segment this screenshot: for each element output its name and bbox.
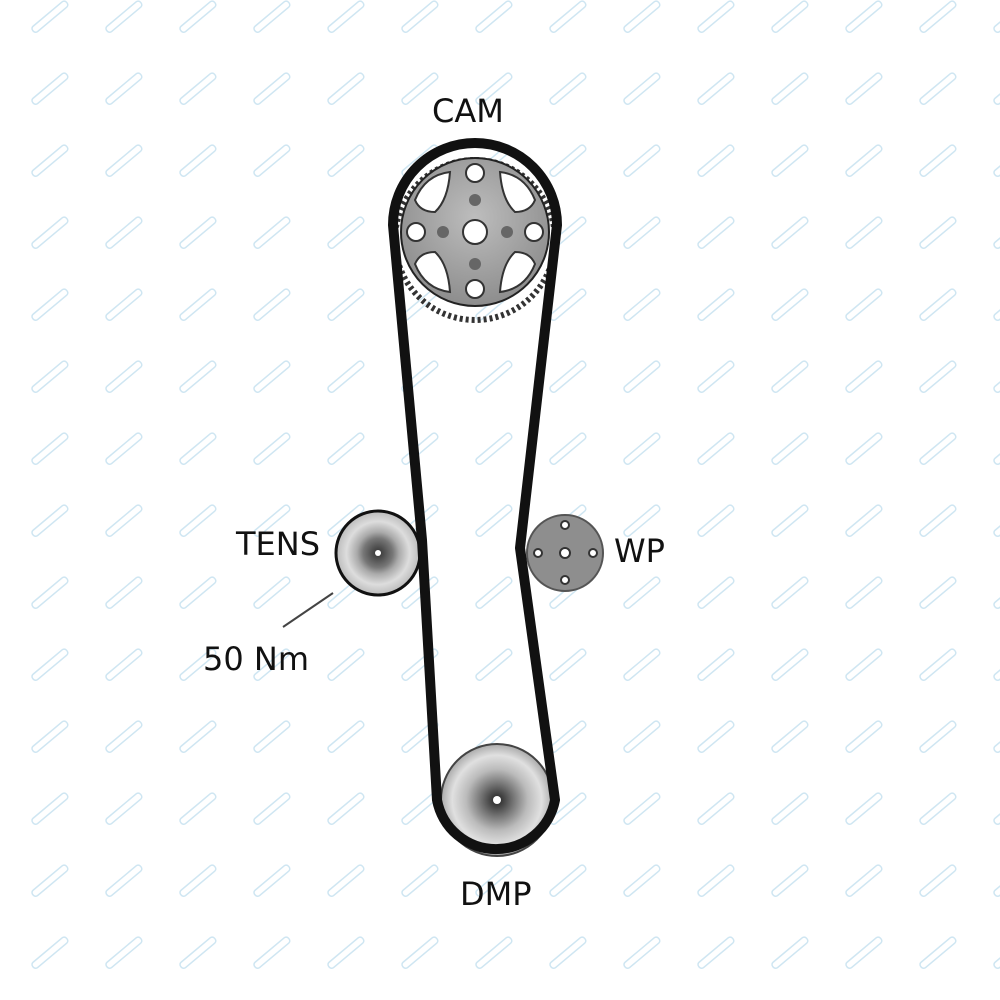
- timing-belt: [388, 138, 562, 855]
- cam-pulley: [392, 157, 558, 323]
- wp-label: WP: [614, 532, 665, 570]
- torque-leader-line: [282, 592, 334, 628]
- dmp-label: DMP: [460, 875, 532, 913]
- cam-label: CAM: [432, 92, 504, 130]
- tensioner-pulley: [334, 509, 422, 597]
- torque-label: 50 Nm: [203, 640, 309, 678]
- water-pump-pulley: [526, 514, 604, 592]
- tens-label: TENS: [236, 525, 321, 563]
